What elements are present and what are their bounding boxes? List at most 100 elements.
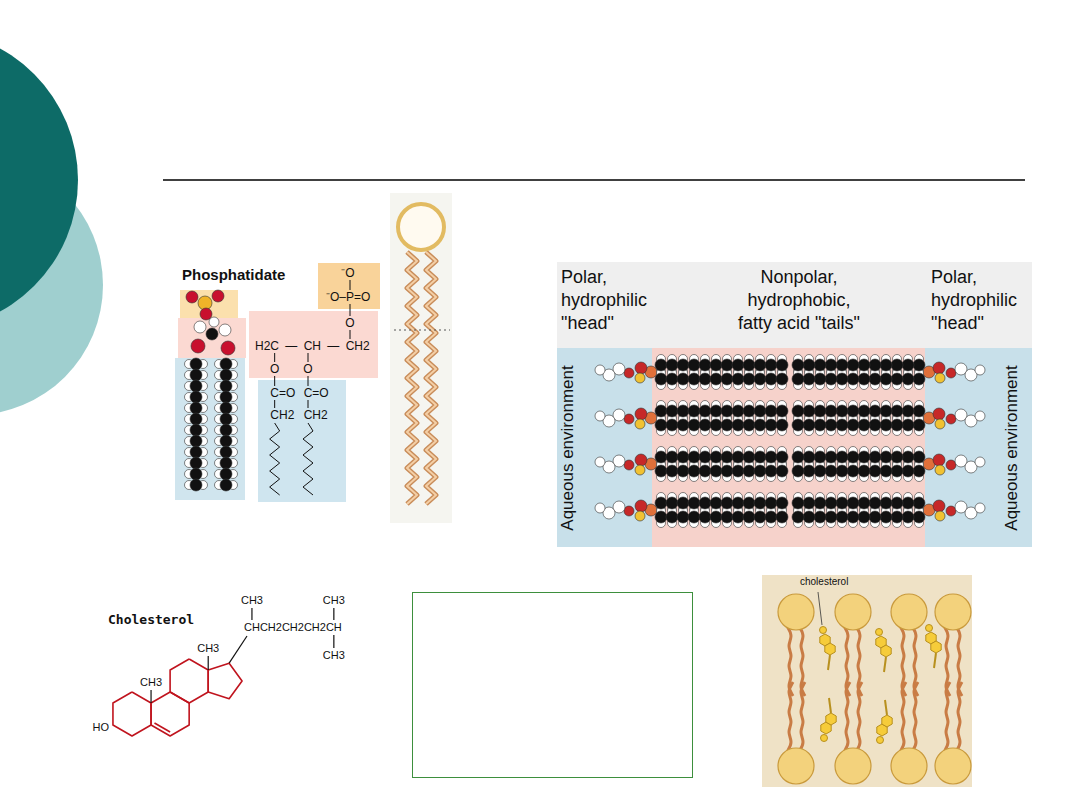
atom (902, 373, 914, 385)
callout-label: cholesterol (800, 576, 848, 588)
atom (190, 468, 202, 480)
text-slot: Aqueous environment (1002, 365, 1022, 530)
atom (624, 414, 634, 424)
atom (836, 465, 848, 477)
atom (754, 511, 766, 523)
atom (975, 503, 985, 513)
atom (721, 451, 733, 463)
atom (803, 405, 815, 417)
empty-box (413, 593, 693, 778)
lipid-tail (799, 682, 805, 752)
figure-title: Phosphatidate (182, 266, 285, 284)
bond (350, 304, 351, 316)
atom (209, 317, 219, 327)
atom (776, 359, 788, 371)
atom (825, 419, 837, 431)
atom (624, 506, 634, 516)
atom (913, 497, 925, 509)
atom (655, 451, 667, 463)
aqueous-band: Aqueous environment (925, 348, 1032, 547)
atom (913, 373, 925, 385)
atom (220, 380, 232, 392)
atom (858, 511, 870, 523)
text-slot: CHCH2CH2CH2CH (244, 621, 342, 634)
atom (655, 359, 667, 371)
atom (688, 451, 700, 463)
phosphate-box: ⁻O⁻O–P=O (318, 263, 380, 309)
atom (190, 402, 202, 414)
atom (869, 497, 881, 509)
atom (765, 373, 777, 385)
atom (825, 359, 837, 371)
nonpolar-band (652, 348, 925, 547)
atom (891, 451, 903, 463)
atom (776, 405, 788, 417)
region-label: Polar, hydrophilic "head" (561, 266, 651, 335)
atom (933, 408, 945, 420)
atom (699, 359, 711, 371)
text-slot: CH2 (304, 408, 328, 422)
atom (836, 497, 848, 509)
atom (776, 373, 788, 385)
atom (765, 405, 777, 417)
cholesterol-ring (882, 715, 892, 727)
lipid-tail (912, 682, 918, 752)
atom (710, 359, 722, 371)
atom (699, 405, 711, 417)
lipid-head (398, 204, 444, 250)
atom (635, 454, 647, 466)
atom (743, 373, 755, 385)
atom (190, 413, 202, 425)
atom (869, 373, 881, 385)
backgrounds (0, 30, 1032, 787)
atom (754, 373, 766, 385)
atom (732, 405, 744, 417)
formula-text: O (345, 316, 354, 330)
atom (902, 359, 914, 371)
atom (880, 497, 892, 509)
phosphate-box-fill (318, 263, 380, 309)
lipid-tail (944, 682, 950, 752)
atom (220, 446, 232, 458)
atom (220, 358, 232, 370)
double-bond (154, 723, 170, 732)
bond (274, 400, 275, 408)
atom (946, 460, 956, 470)
region-label: Aqueous environment (1002, 365, 1022, 530)
atom (765, 419, 777, 431)
atom (743, 405, 755, 417)
atom (946, 368, 956, 378)
region-label: Nonpolar, hydrophobic, fatty acid "tails… (731, 266, 867, 335)
atom (666, 497, 678, 509)
methyl-group: CH3 (241, 594, 263, 607)
atom (220, 435, 232, 447)
atom (743, 451, 755, 463)
cholesterol-ring (825, 643, 835, 655)
atom (858, 373, 870, 385)
atom (902, 419, 914, 431)
atom (814, 497, 826, 509)
atom (847, 511, 859, 523)
atom (880, 419, 892, 431)
bond (308, 400, 309, 408)
fatty-acid-box-fill (258, 380, 346, 502)
node-fills (249, 263, 1032, 547)
atom (220, 413, 232, 425)
formula-text: CH2 (304, 408, 328, 422)
text-slot: O (270, 362, 279, 376)
atom (595, 457, 605, 467)
methyl-group: CH3 (140, 676, 162, 689)
atom (880, 373, 892, 385)
atom (666, 359, 678, 371)
atom (902, 497, 914, 509)
atom (191, 339, 205, 353)
atom (666, 419, 678, 431)
lipid-head (935, 594, 971, 630)
cholesterol-tail (885, 700, 887, 715)
atom (655, 511, 667, 523)
atom (825, 373, 837, 385)
atom (754, 405, 766, 417)
atom (847, 497, 859, 509)
